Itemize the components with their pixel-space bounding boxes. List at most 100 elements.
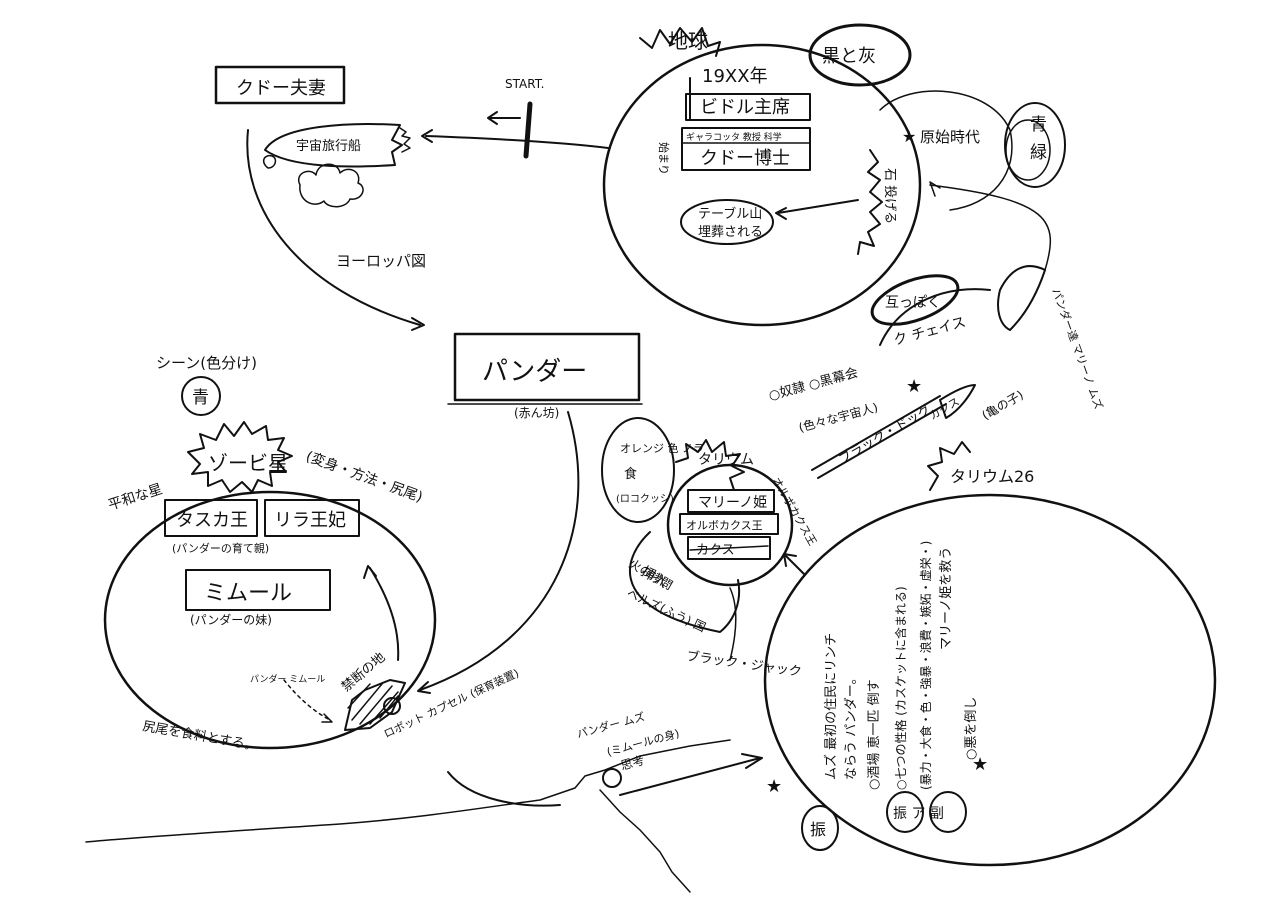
marino-box: [687, 489, 775, 513]
forbidden-to-mimuru-arrow: [369, 567, 400, 661]
star-1: ★: [906, 376, 922, 397]
muzu-pod: [602, 768, 622, 788]
black-jack-line: [729, 587, 737, 661]
black-jack-label: ブラック・ジャック: [685, 648, 802, 680]
kotsubo-circle: [870, 274, 960, 326]
fu-to-label: 振 ア 副: [893, 806, 944, 822]
start-bar: [523, 101, 533, 159]
star-3: ★: [766, 776, 782, 797]
taryumu26-label: タリウム26: [950, 467, 1034, 486]
zobi-circle: [103, 490, 437, 750]
pandar-to-zobi-arrowhead: [417, 681, 431, 694]
muzu-to-t26-arrowhead: [741, 753, 763, 769]
kame-label: (亀の子): [980, 388, 1026, 423]
europe-label: ヨーロッパ図: [336, 252, 426, 270]
blue-green-circle: [1004, 102, 1066, 188]
earth-circle: [602, 43, 922, 327]
tasuka-box: [164, 499, 258, 537]
table-mountain-arrow: [777, 199, 859, 214]
torture-loop: [629, 531, 740, 633]
earth-to-rocket-arrowhead: [421, 129, 433, 143]
zobi-note: (変身・方法・尻尾): [304, 448, 425, 506]
furi-circle: [801, 805, 839, 851]
t26-to-taryumu-arrow: [785, 555, 805, 575]
shisa-label: 始まり: [657, 142, 671, 175]
zobi-section: シーン(色分け) 青 ゾービ星 (変身・方法・尻尾) 平和な星 タスカ王 リラ王…: [103, 354, 521, 754]
forbidden-hatch-lines: [347, 683, 399, 725]
black-dog-ship: [939, 384, 976, 419]
note-1: ムズ 最初の住民にリンチ: [823, 633, 839, 780]
black-dog-line-2: [817, 403, 947, 479]
kudo-couple-section: クドー夫妻 宇宙旅行船 ヨーロッパ図: [214, 65, 426, 331]
kakusu-strike: [689, 545, 769, 551]
primitive-arc: [879, 90, 1013, 211]
note-4: ○七つの性格 (カスケットに含まれる): [893, 586, 908, 790]
soot-label: 黒と灰: [822, 46, 876, 67]
table-mountain-arrowhead: [775, 207, 787, 220]
note-7: ○悪を倒し: [964, 697, 979, 760]
rocket-to-pandar-curve: [246, 129, 421, 326]
zobi-label: ゾービ星: [208, 451, 288, 475]
scene-label: シーン(色分け): [156, 354, 257, 372]
kakusu-label: カクス: [927, 395, 962, 423]
taryumu26-section: タリウム26 ムズ 最初の住民にリンチ ならう パンダー。 ○酒場 恵一匹 倒す…: [763, 441, 1217, 867]
table-mountain-circle: [680, 199, 774, 245]
earth-to-rocket-arrow: [425, 135, 609, 149]
beruzu-label: ベルズ(ふう) 国: [625, 585, 709, 635]
orange-label: オレンジ 色 ノラ: [620, 441, 704, 455]
pandar-muzu-label: パンダー ムズ: [575, 709, 646, 741]
taryumu-burst: [675, 439, 745, 491]
stone-burst: [857, 149, 883, 255]
kakusu-box-label: カクス: [696, 543, 735, 558]
soot-circle: [808, 23, 912, 87]
parents-label: (パンダーの育て親): [172, 541, 269, 555]
start-section: START.: [421, 77, 609, 159]
pandar-box: [453, 332, 641, 402]
dotted-path: [283, 679, 331, 721]
start-arrowhead: [487, 111, 498, 125]
pandar-section: パンダー (赤ん坊): [417, 332, 643, 694]
dotted-arrowhead: [321, 713, 333, 723]
fu-circle-1: [886, 791, 924, 833]
taryumu26-circle: [763, 493, 1217, 867]
shiso-label: 思考: [619, 753, 646, 773]
start-label: START.: [505, 77, 544, 91]
orubo-side-label: オルボカクス王: [769, 475, 819, 548]
bidoru-box: [685, 93, 811, 121]
scene-blue-label: 青: [192, 388, 209, 408]
zobi-burst: [187, 421, 293, 493]
note-2: ならう パンダー。: [844, 671, 859, 780]
orubo-label: オルボカクス王: [686, 519, 763, 532]
kudo-couple-label: クドー夫妻: [236, 78, 326, 99]
cliff-line: [599, 789, 691, 893]
forbidden-hatch: [344, 679, 406, 731]
aliens-label: (色々な宇宙人): [797, 399, 879, 435]
earth-section: 地球 黒と灰 19XX年 ビドル主席 ギャラコッタ 教授 科学 クドー博士 始ま…: [602, 23, 922, 327]
fu-circle-2: [929, 791, 967, 833]
earth-label: 地球: [668, 29, 708, 53]
pandar-label: パンダー: [482, 357, 587, 387]
horizon-line: [85, 739, 731, 843]
primitive-section: ★ 原始時代 青 緑: [879, 90, 1066, 211]
rocket2-trail-head: [929, 181, 941, 197]
pandar-mimuru-label: パンダー ミムール: [250, 673, 325, 685]
note-6: マリーノ姫を救う: [938, 547, 954, 650]
orange-circle: [601, 417, 675, 523]
earth-burst: [639, 27, 721, 57]
capsule-circle: [383, 697, 401, 715]
mimuru-label: ミムール: [204, 581, 292, 606]
spaceship-thrust: [399, 127, 411, 153]
capsule-trail: [447, 771, 561, 807]
bury-label: 埋葬される: [698, 225, 763, 240]
food-label: 食: [624, 466, 637, 482]
table-mountain-label: テーブル山: [698, 206, 762, 222]
rira-label: リラ王妃: [274, 510, 346, 531]
heiwa-label: 平和な星: [106, 481, 164, 514]
black-dog-line-1: [811, 395, 941, 471]
taryumu-section: オレンジ 色 ノラ 食 (ロコクッシ) タリウム マリーノ姫 オルボカクス王 カ…: [601, 417, 819, 680]
taryumu26-burst: [927, 441, 971, 491]
rocket-to-pandar-arrowhead: [411, 317, 425, 331]
kuchi-label: ク チェイス: [892, 314, 968, 349]
mimuru-note: (パンダーの妹): [190, 612, 272, 627]
